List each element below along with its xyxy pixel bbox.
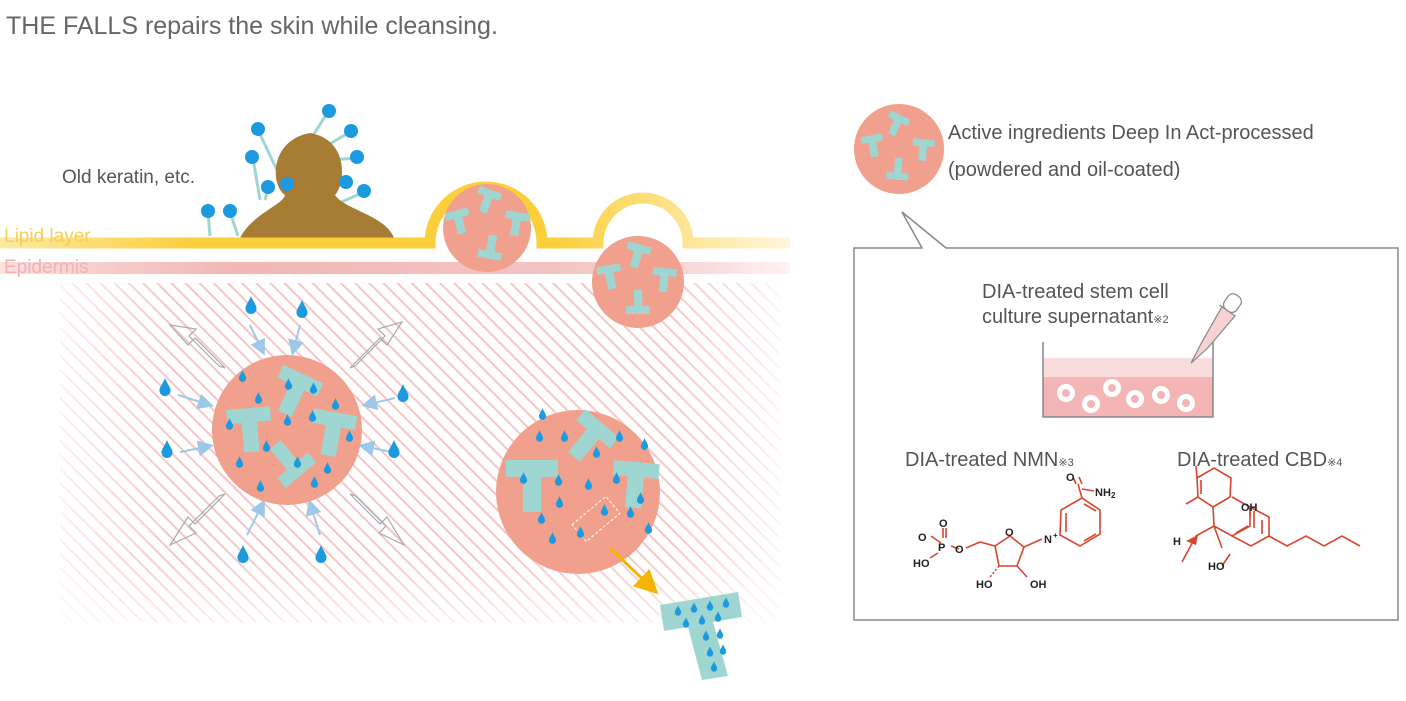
svg-text:OH: OH	[1241, 502, 1258, 514]
release-diagram	[496, 408, 742, 680]
stem-cell-label-line-1: DIA-treated stem cell	[982, 281, 1169, 303]
nmn-molecule	[929, 476, 1101, 578]
page-title: THE FALLS repairs the skin while cleansi…	[6, 12, 498, 40]
label-epidermis: Epidermis	[4, 257, 89, 278]
svg-text:O: O	[1066, 472, 1075, 484]
nmn-label-text: DIA-treated NMN	[905, 449, 1059, 471]
svg-text:P: P	[938, 542, 945, 554]
legend-line-1: Active ingredients Deep In Act-processed	[948, 122, 1314, 144]
svg-text:HO: HO	[1208, 561, 1225, 573]
legend-capsule	[854, 104, 944, 194]
svg-text:O: O	[1005, 527, 1014, 539]
label-old-keratin: Old keratin, etc.	[62, 167, 196, 188]
svg-text:OH: OH	[1030, 579, 1047, 591]
stem-cell-footnote: ※2	[1153, 314, 1169, 326]
svg-text:O: O	[939, 518, 948, 530]
stem-cell-label-text: culture supernatant	[982, 306, 1154, 328]
cbd-label-text: DIA-treated CBD	[1177, 449, 1328, 471]
petri-dish	[1042, 293, 1243, 418]
svg-text:2: 2	[1111, 491, 1116, 500]
capsule-lipid	[443, 184, 531, 272]
svg-text:HO: HO	[913, 558, 930, 570]
cbd-label: DIA-treated CBD※4	[1177, 449, 1342, 472]
svg-text:N: N	[1044, 534, 1052, 546]
legend-line-2: (powdered and oil-coated)	[948, 159, 1181, 181]
nmn-labels: O O P O HO O N + O NH 2 HO OH	[913, 472, 1116, 591]
svg-text:HO: HO	[976, 579, 993, 591]
cbd-labels: OH H HO	[1173, 502, 1258, 573]
label-lipid-layer: Lipid layer	[4, 226, 91, 247]
svg-text:O: O	[955, 544, 964, 556]
capsule-epidermis	[592, 236, 684, 328]
cbd-molecule	[1181, 465, 1361, 567]
svg-text:H: H	[1173, 536, 1181, 548]
epidermis-band	[0, 262, 790, 274]
cbd-footnote: ※4	[1327, 457, 1343, 469]
stem-cell-label-line-2: culture supernatant※2	[982, 306, 1169, 329]
released-ingredient	[660, 592, 742, 680]
hydration-diagram	[159, 296, 409, 563]
nmn-footnote: ※3	[1058, 457, 1074, 469]
svg-text:+: +	[1053, 531, 1058, 540]
svg-text:O: O	[918, 532, 927, 544]
nmn-label: DIA-treated NMN※3	[905, 449, 1074, 472]
keratin-figure	[201, 104, 394, 238]
svg-text:NH: NH	[1095, 487, 1111, 499]
lipid-layer-line	[0, 181, 790, 249]
